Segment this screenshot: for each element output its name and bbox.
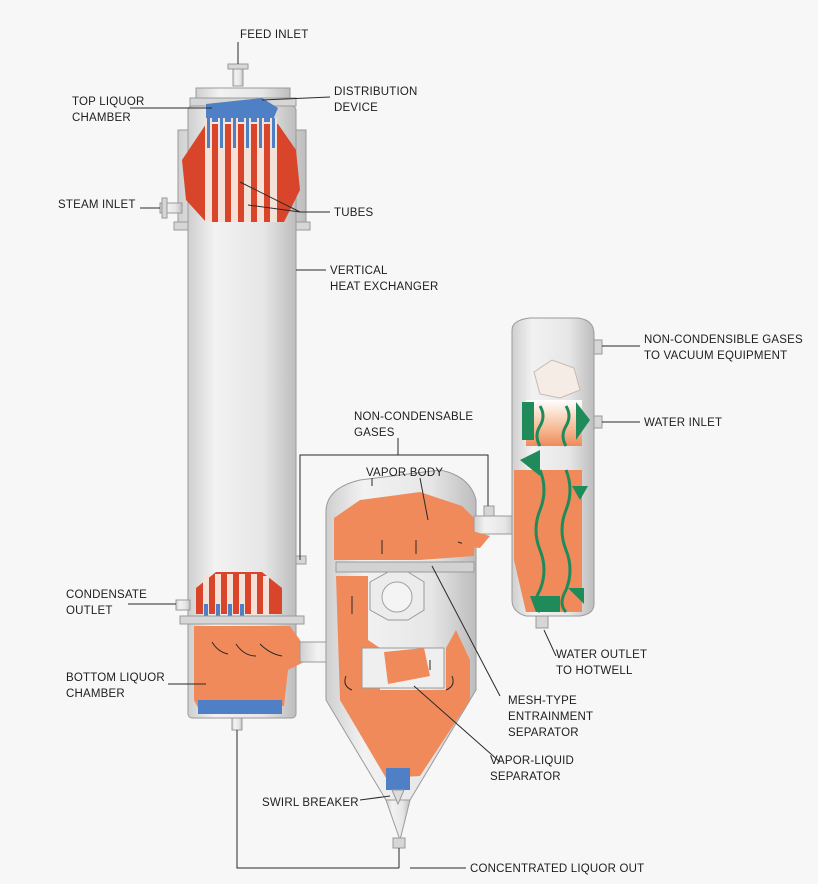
label-bottom-liquor-chamber-2: CHAMBER <box>66 688 125 700</box>
label-feed-inlet: FEED INLET <box>240 29 308 41</box>
label-steam-inlet: STEAM INLET <box>58 199 136 211</box>
label-non-condensable-2: GASES <box>354 427 395 439</box>
condensate-outlet-nozzle <box>176 600 190 610</box>
bottom-liquid <box>198 700 282 714</box>
label-tubes: TUBES <box>334 207 373 219</box>
label-mesh-3: SEPARATOR <box>508 727 579 739</box>
label-vapor-liquid-1: VAPOR-LIQUID <box>490 755 574 767</box>
condenser-vessel <box>512 318 602 628</box>
feed-inlet-nozzle <box>233 68 243 86</box>
label-vertical-2: HEAT EXCHANGER <box>330 281 438 293</box>
mesh-separator-plate <box>336 562 474 572</box>
label-concentrated-liquor-out: CONCENTRATED LIQUOR OUT <box>470 863 644 875</box>
label-top-liquor-chamber-2: CHAMBER <box>72 112 131 124</box>
label-vapor-body: VAPOR BODY <box>366 467 443 479</box>
label-vapor-liquid-2: SEPARATOR <box>490 771 561 783</box>
steam-chamber <box>182 124 300 222</box>
label-condensate-outlet-1: CONDENSATE <box>66 589 147 601</box>
swirl-breaker-liquid <box>386 768 410 790</box>
label-mesh-1: MESH-TYPE <box>508 695 577 707</box>
label-bottom-liquor-chamber-1: BOTTOM LIQUOR <box>66 672 165 684</box>
upper-packing <box>526 400 582 446</box>
label-vertical-1: VERTICAL <box>330 265 388 277</box>
label-top-liquor-chamber-1: TOP LIQUOR <box>72 96 145 108</box>
vapor-body-vessel <box>326 470 518 848</box>
crossover-pipe <box>474 516 518 534</box>
label-non-condensable-1: NON-CONDENSABLE <box>354 411 473 423</box>
label-water-outlet-2: TO HOTWELL <box>556 665 633 677</box>
label-non-condensible-2: TO VACUUM EQUIPMENT <box>644 350 787 362</box>
label-distribution-device-2: DEVICE <box>334 102 378 114</box>
label-condensate-outlet-2: OUTLET <box>66 605 113 617</box>
label-water-outlet-1: WATER OUTLET <box>556 649 647 661</box>
label-non-condensible-1: NON-CONDENSIBLE GASES <box>644 334 803 346</box>
label-distribution-device-1: DISTRIBUTION <box>334 86 418 98</box>
label-mesh-2: ENTRAINMENT <box>508 711 593 723</box>
label-swirl-breaker: SWIRL BREAKER <box>262 797 359 809</box>
heat-exchanger <box>160 64 310 730</box>
label-water-inlet: WATER INLET <box>644 417 722 429</box>
